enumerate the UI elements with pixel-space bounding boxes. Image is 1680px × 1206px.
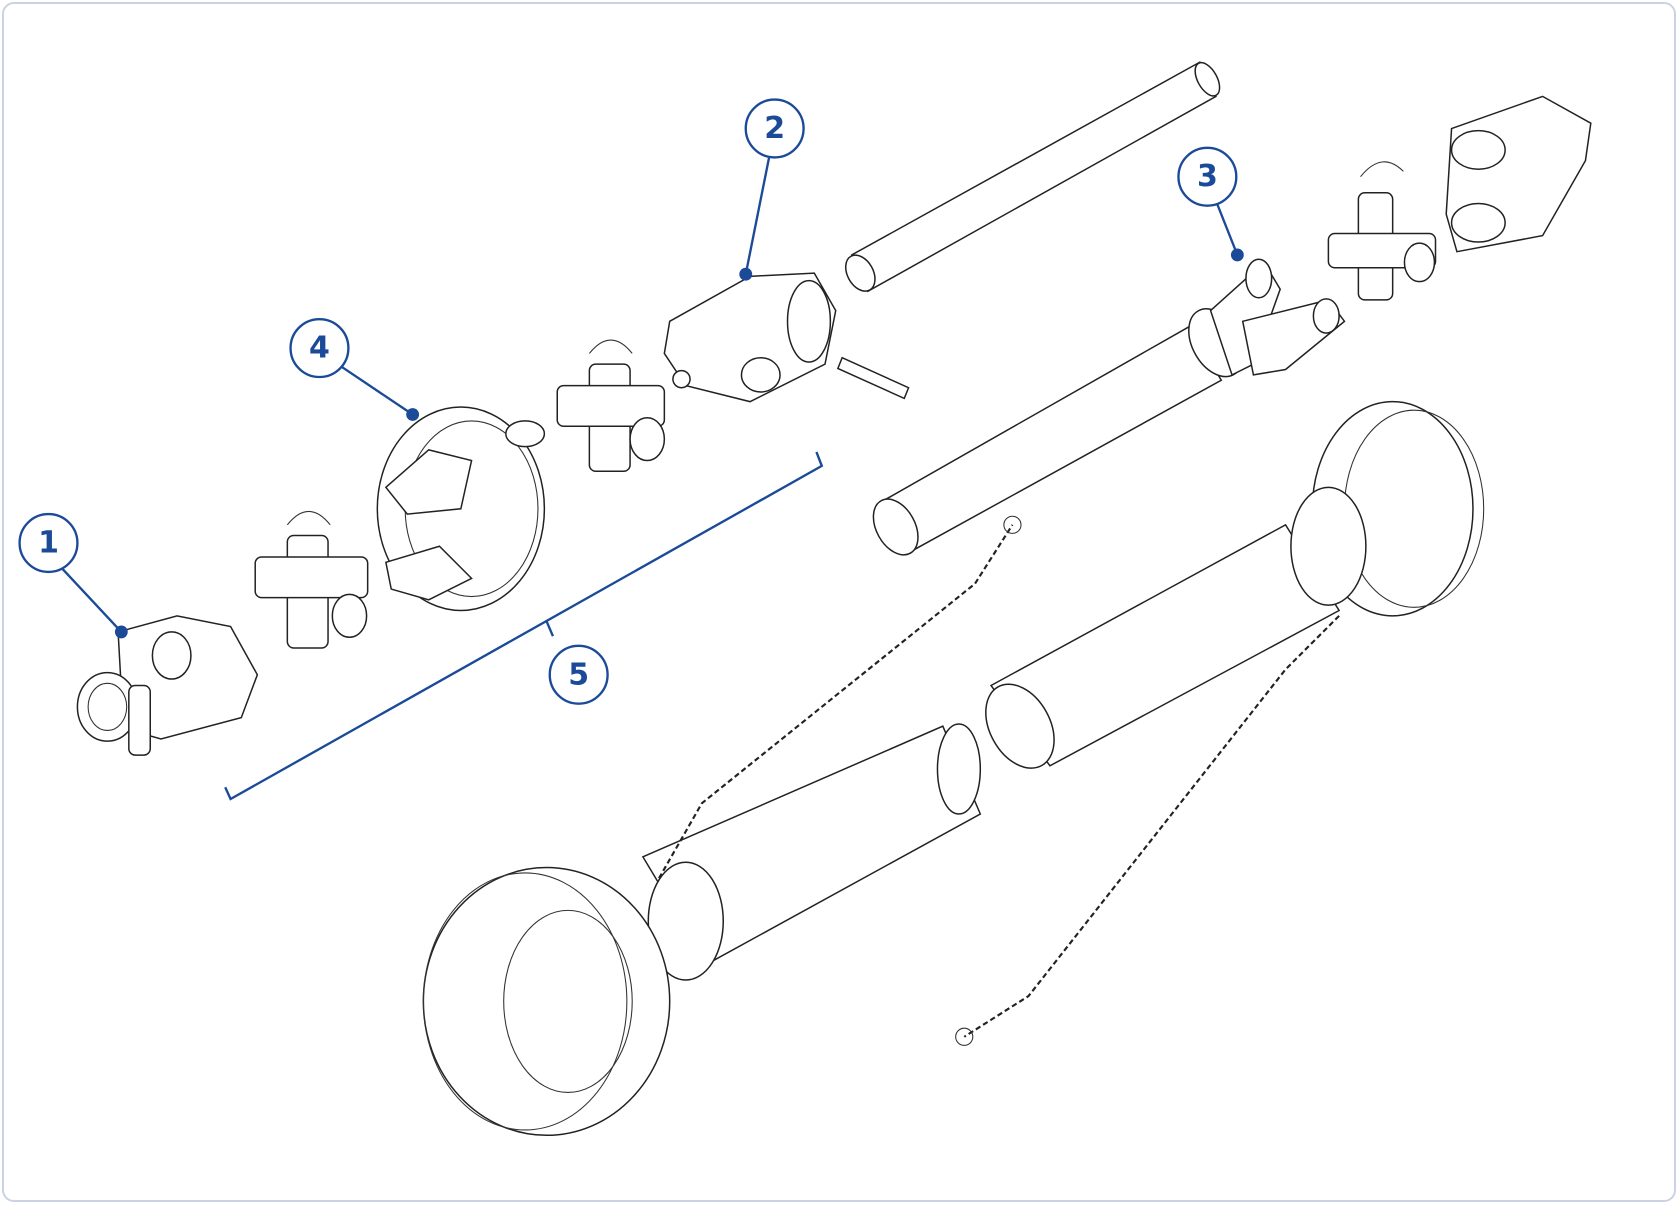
callout-label: 4 [309, 331, 330, 366]
cross-journal-middle [556, 339, 666, 473]
callout-label: 2 [764, 111, 785, 146]
callout-4: 4 [289, 317, 420, 421]
inner-yoke [663, 272, 837, 403]
callout-label: 1 [38, 526, 59, 561]
safety-chain-lower [955, 615, 1340, 1046]
guard-tube-lower [422, 723, 982, 1137]
bracket-leader [545, 620, 555, 637]
guard-tube-upper [985, 400, 1485, 769]
callout-2: 2 [739, 98, 805, 281]
callout-1: 1 [18, 512, 128, 639]
cross-journal-right [1327, 161, 1437, 301]
callout-label: 5 [568, 657, 589, 692]
callout-5: 5 [548, 644, 609, 705]
callout-label: 3 [1197, 159, 1218, 194]
end-yoke-right [1445, 95, 1592, 253]
spring-pin [836, 356, 910, 400]
outer-tube [844, 61, 1221, 293]
inner-tube-yoke [872, 258, 1346, 556]
safety-chain-upper [658, 515, 1022, 879]
constant-velocity-yoke [376, 406, 546, 612]
quick-release-yoke [76, 615, 259, 756]
callout-3: 3 [1177, 146, 1244, 262]
group-bracket [224, 451, 824, 801]
cross-journal-left [254, 510, 369, 649]
